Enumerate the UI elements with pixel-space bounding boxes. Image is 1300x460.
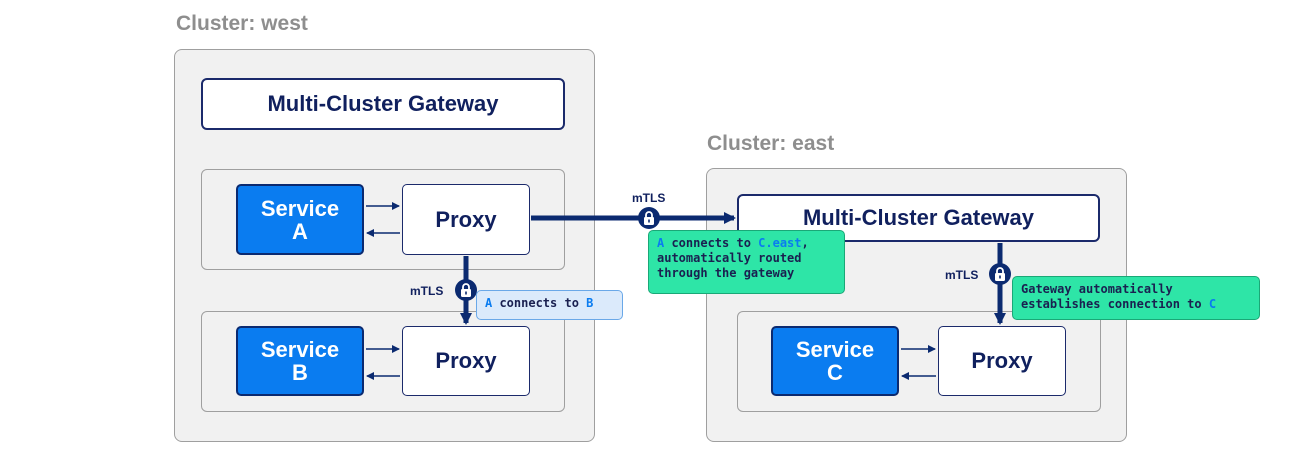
service-a-line2: A: [292, 218, 308, 244]
callout-a-to-c-tail: ,: [801, 236, 809, 250]
proxy-b[interactable]: Proxy: [402, 326, 530, 396]
callout-gateway-line2-hl: C: [1208, 297, 1217, 311]
callout-gateway: Gateway automatically establishes connec…: [1012, 276, 1260, 320]
cluster-east-label: Cluster: east: [707, 132, 835, 155]
service-a-line1: Service: [260, 195, 340, 221]
lock-icon: [455, 279, 477, 301]
service-b-line2: B: [292, 360, 308, 385]
callout-a-to-c: A connects to C.east, automatically rout…: [648, 230, 845, 294]
cluster-west-label: Cluster: west: [176, 12, 308, 35]
service-b[interactable]: Service B: [236, 326, 364, 396]
west-gateway[interactable]: Multi-Cluster Gateway: [201, 78, 565, 130]
mtls-label-east: mTLS: [945, 268, 979, 282]
callout-a-to-b-post: B: [586, 296, 594, 310]
lock-icon: [638, 207, 660, 229]
callout-a-to-b: A connects to B: [476, 290, 623, 320]
callout-a-to-c-line3: through the gateway: [657, 266, 795, 280]
proxy-c[interactable]: Proxy: [938, 326, 1066, 396]
callout-gateway-line2-pre: establishes connection to: [1021, 297, 1209, 311]
service-b-line1: Service: [260, 337, 340, 362]
callout-gateway-line1: Gateway automatically: [1021, 282, 1173, 296]
service-c-line2: C: [827, 360, 843, 385]
service-c[interactable]: Service C: [771, 326, 899, 396]
east-gateway[interactable]: Multi-Cluster Gateway: [737, 194, 1100, 242]
callout-a-to-c-pre: A: [657, 236, 665, 250]
callout-a-to-b-pre: A: [485, 296, 493, 310]
service-c-line1: Service: [795, 337, 875, 362]
lock-icon: [989, 263, 1011, 285]
service-a[interactable]: Service A: [236, 184, 364, 255]
proxy-a[interactable]: Proxy: [402, 184, 530, 255]
callout-a-to-c-hl: C.east: [758, 236, 802, 250]
callout-a-to-b-mid: connects to: [492, 296, 587, 310]
callout-a-to-c-line2: automatically routed: [657, 251, 802, 265]
callout-a-to-c-mid: connects to: [664, 236, 759, 250]
mtls-label-west: mTLS: [410, 284, 444, 298]
mtls-label-cross: mTLS: [632, 191, 666, 205]
